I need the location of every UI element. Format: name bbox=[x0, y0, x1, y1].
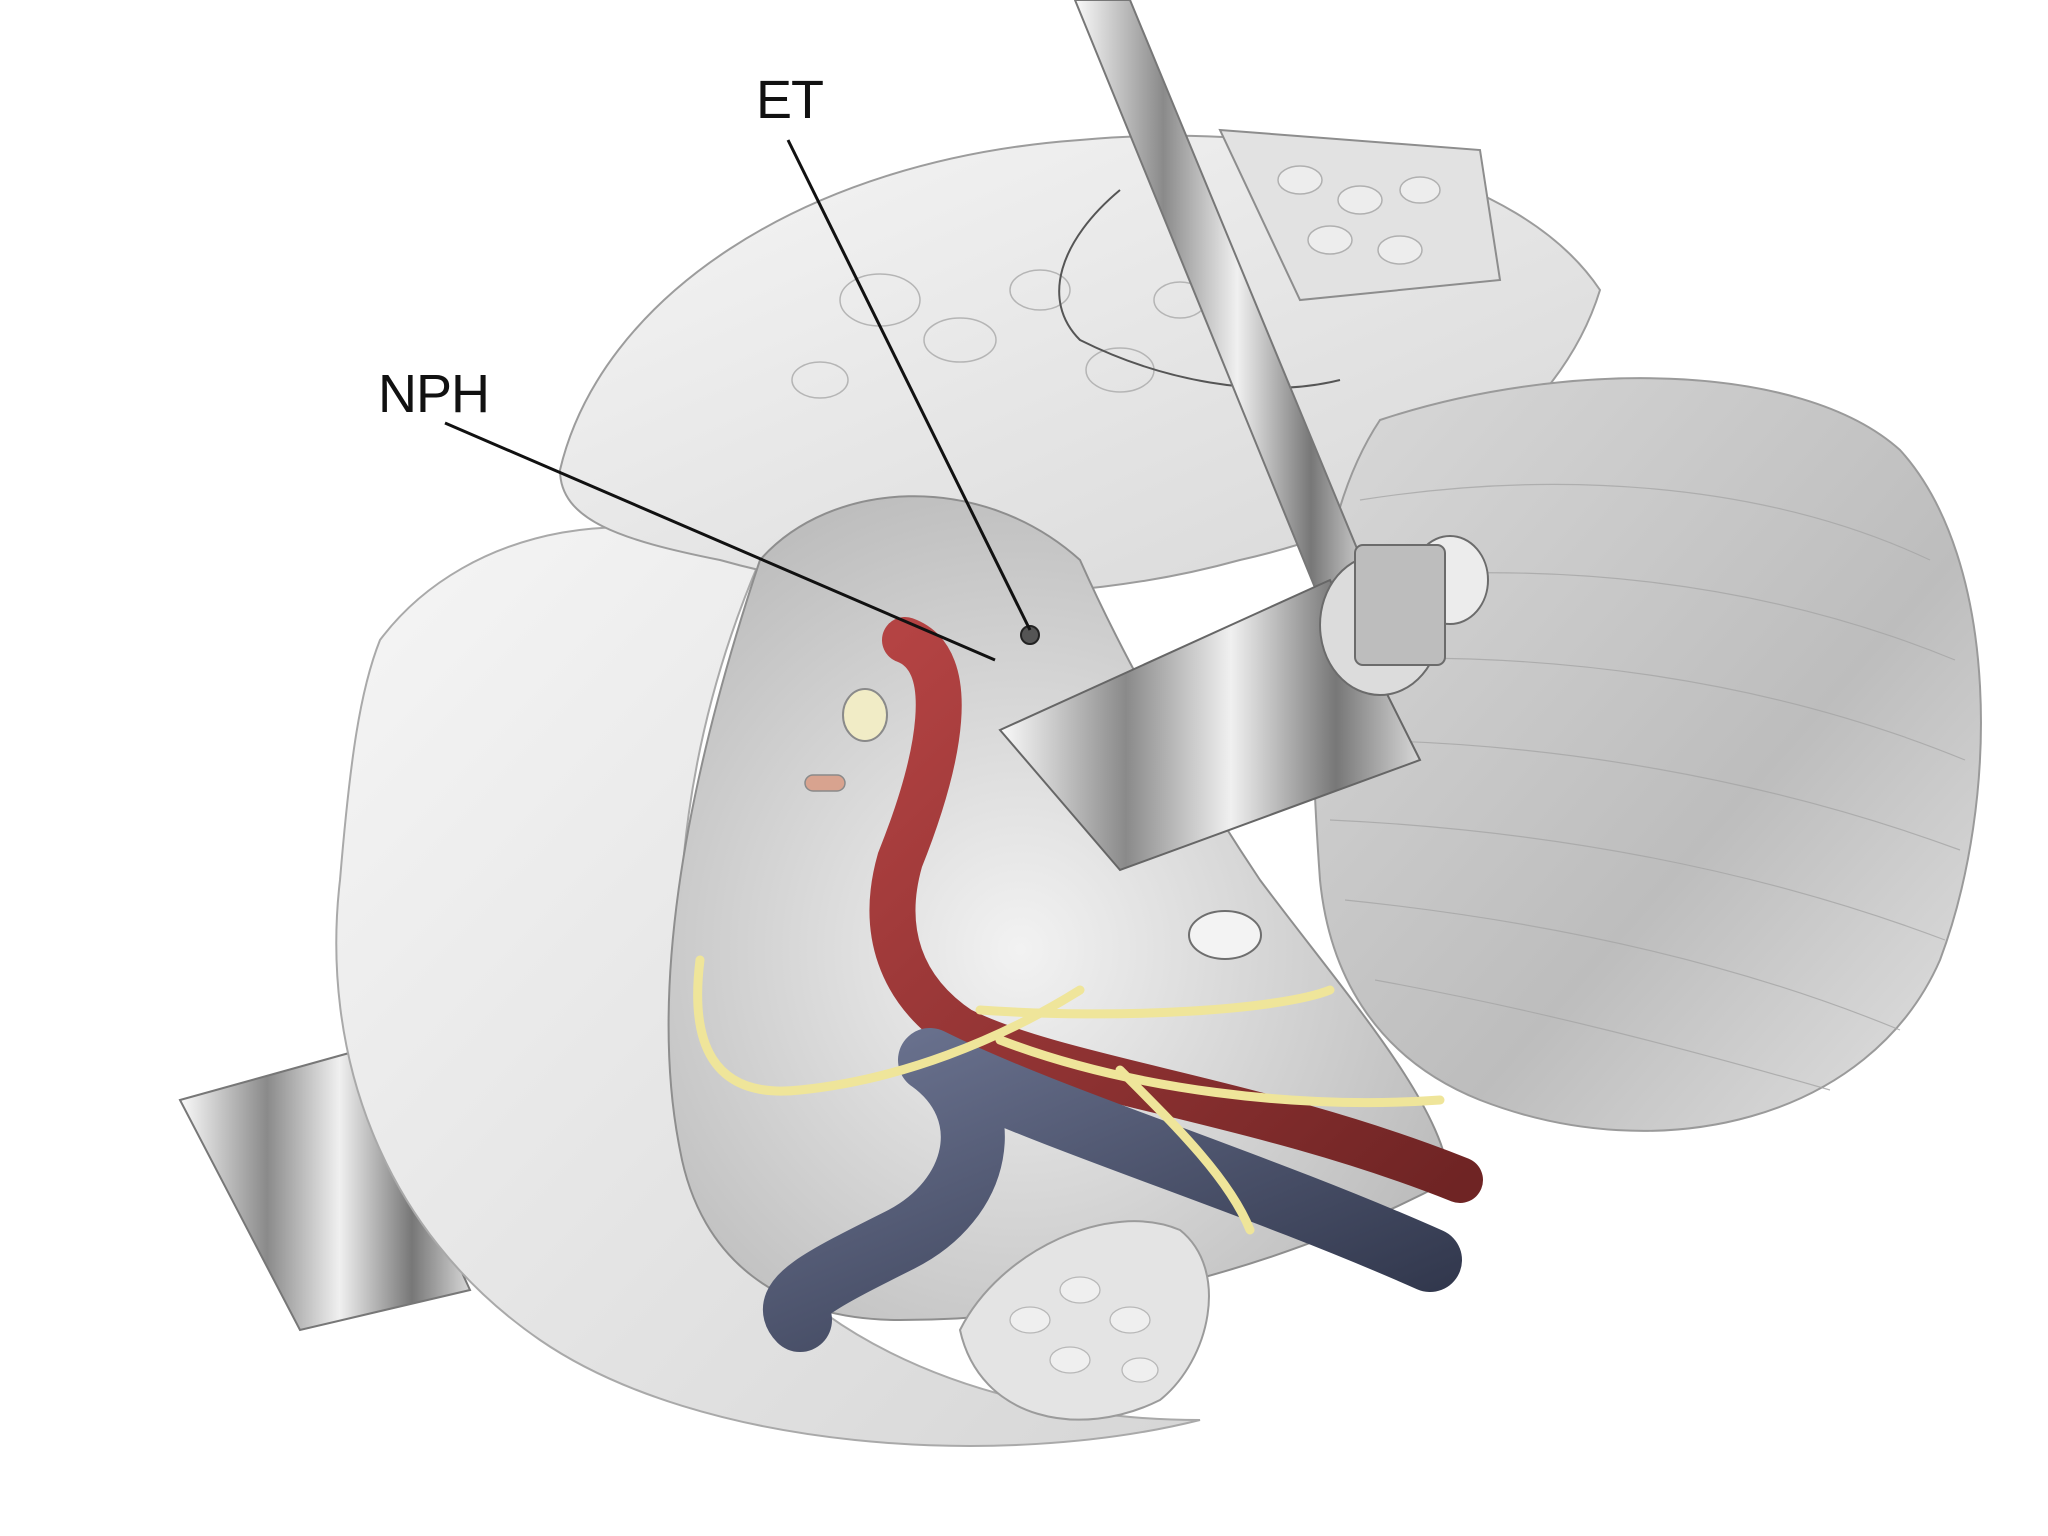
upper-fat-pad bbox=[1218, 128, 1502, 302]
label-et: ET bbox=[756, 70, 823, 130]
retractor-instrument bbox=[998, 0, 1489, 872]
artery bbox=[869, 617, 1483, 1203]
label-nph: NPH bbox=[378, 364, 489, 424]
left-retractor bbox=[178, 1048, 472, 1332]
leader-et bbox=[786, 139, 1032, 631]
small-structures bbox=[804, 625, 1262, 960]
lower-fat-lobule bbox=[958, 1220, 1210, 1421]
callout-nph: NPH bbox=[378, 364, 996, 662]
nerves bbox=[693, 955, 1445, 1235]
callout-et: ET bbox=[756, 70, 1032, 631]
vein bbox=[763, 1028, 1462, 1352]
leader-nph bbox=[444, 421, 996, 662]
